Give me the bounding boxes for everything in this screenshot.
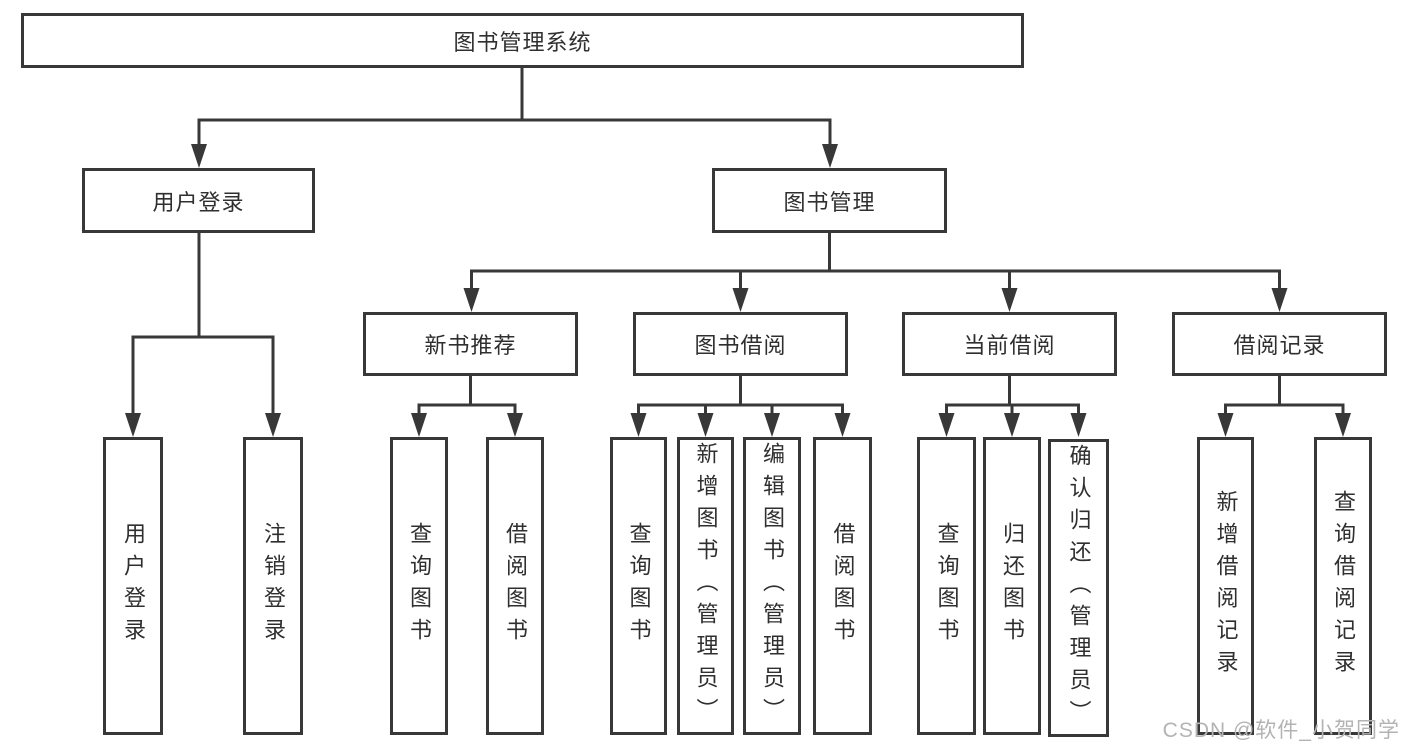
leaf-logout: 注销登录 — [243, 437, 303, 735]
node-current-borrow: 当前借阅 — [902, 312, 1117, 376]
node-root-label: 图书管理系统 — [453, 29, 592, 55]
leaf-user-login: 用户登录 — [103, 437, 163, 735]
leaf-records-query-record: 查询借阅记录 — [1314, 437, 1372, 735]
node-new-book-recommend-label: 新书推荐 — [424, 333, 517, 358]
leaf-user-login-label: 用户登录 — [121, 522, 146, 650]
node-borrow-records: 借阅记录 — [1172, 312, 1387, 376]
leaf-borrow-borrow-books-label: 借阅图书 — [830, 522, 856, 650]
node-book-management-label: 图书管理 — [783, 189, 876, 215]
leaf-current-confirm-return-admin: 确认归还（管理员） — [1048, 439, 1109, 737]
leaf-borrow-add-books-admin-label: 新增图书（管理员） — [693, 442, 719, 730]
leaf-current-query-books-label: 查询图书 — [934, 522, 960, 650]
leaf-records-add-record-label: 新增借阅记录 — [1213, 490, 1239, 682]
node-root: 图书管理系统 — [21, 13, 1024, 68]
leaf-borrow-borrow-books: 借阅图书 — [813, 437, 872, 735]
node-book-borrow: 图书借阅 — [633, 312, 848, 376]
leaf-current-return-books: 归还图书 — [983, 437, 1041, 735]
node-user-login: 用户登录 — [82, 168, 315, 233]
node-user-login-label: 用户登录 — [152, 189, 245, 215]
node-new-book-recommend: 新书推荐 — [363, 312, 578, 376]
leaf-recommend-query-books-label: 查询图书 — [407, 522, 432, 650]
leaf-recommend-borrow-books: 借阅图书 — [486, 437, 544, 735]
arrowhead-icons — [125, 144, 1351, 437]
leaf-borrow-query-books: 查询图书 — [610, 437, 667, 735]
csdn-watermark: CSDN @软件_小贺同学 — [1162, 719, 1400, 742]
leaf-borrow-edit-books-admin: 编辑图书（管理员） — [743, 437, 801, 735]
leaf-borrow-add-books-admin: 新增图书（管理员） — [677, 437, 734, 735]
leaf-records-query-record-label: 查询借阅记录 — [1331, 490, 1356, 682]
leaf-logout-label: 注销登录 — [261, 522, 286, 650]
leaf-recommend-borrow-books-label: 借阅图书 — [503, 522, 528, 650]
leaf-current-query-books: 查询图书 — [917, 437, 976, 735]
node-book-borrow-label: 图书借阅 — [694, 333, 787, 358]
leaf-current-confirm-return-admin-label: 确认归还（管理员） — [1066, 444, 1092, 732]
leaf-borrow-edit-books-admin-label: 编辑图书（管理员） — [760, 442, 785, 730]
node-book-management: 图书管理 — [712, 168, 947, 233]
leaf-records-add-record: 新增借阅记录 — [1197, 437, 1254, 735]
node-borrow-records-label: 借阅记录 — [1233, 333, 1326, 358]
leaf-current-return-books-label: 归还图书 — [1000, 522, 1025, 650]
leaf-borrow-query-books-label: 查询图书 — [626, 522, 652, 650]
leaf-recommend-query-books: 查询图书 — [390, 437, 448, 735]
node-current-borrow-label: 当前借阅 — [963, 333, 1056, 358]
